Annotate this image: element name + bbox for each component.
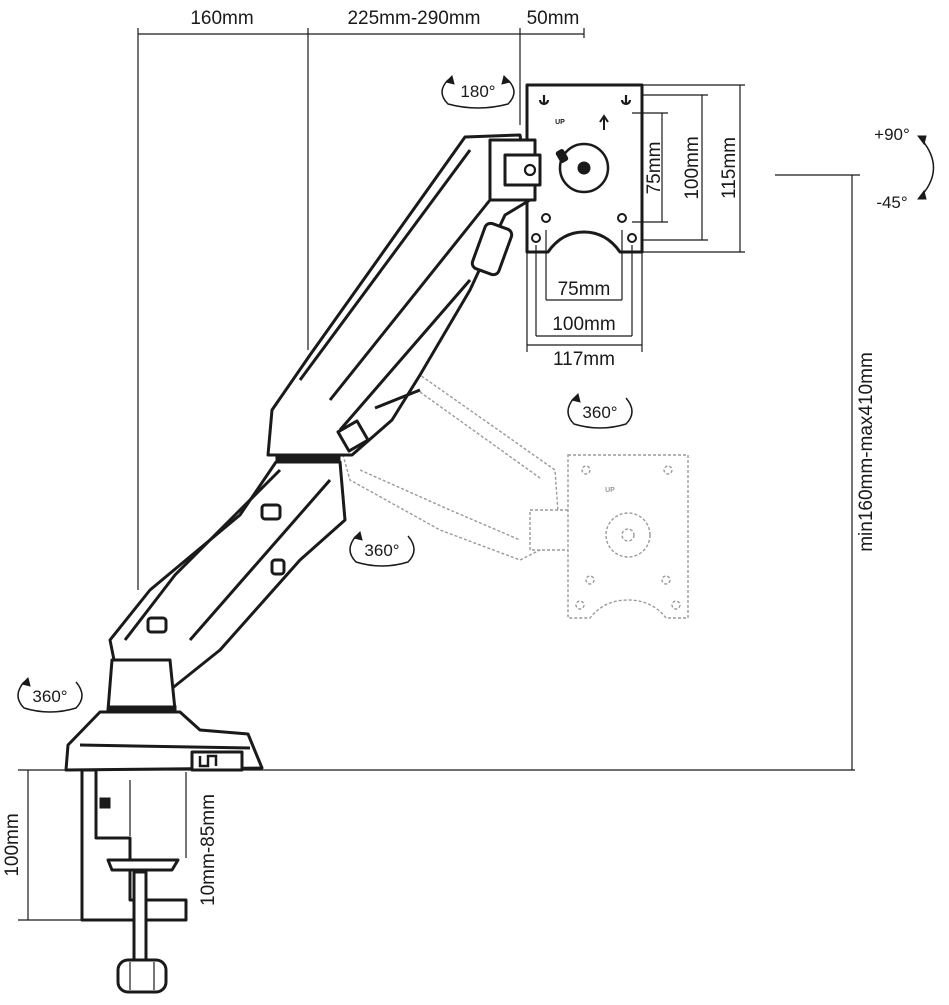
arm-base-dimension: 160mm [190, 8, 253, 29]
swivel-180-icon [441, 75, 515, 109]
desk-clamp [80, 768, 188, 994]
swivel-180-label: 180° [460, 82, 495, 101]
base-rotation-360-icon [17, 677, 83, 713]
vesa-h100-dimension: 100mm [552, 314, 615, 335]
top-dimension-lines [137, 28, 585, 590]
lower-arm [108, 454, 347, 692]
plate-up-mark: UP [555, 119, 565, 126]
plate-height-dimension: 115mm [719, 137, 740, 199]
vesa-plate [525, 83, 644, 254]
tilt-up-label: +90° [874, 125, 910, 144]
base-rotation-label: 360° [32, 687, 67, 706]
upper-arm [266, 133, 532, 457]
height-range-dimension: min160mm-max410mm [856, 352, 877, 552]
ghost-plate-up-mark: UP [605, 487, 615, 494]
vesa-v100-dimension: 100mm [682, 136, 703, 199]
arm-rotation-360-icon [349, 531, 415, 567]
arm-reach-dimension: 225mm-290mm [347, 8, 480, 29]
clamp-dimension-lines [27, 770, 187, 920]
plate-rotation-360-icon [567, 393, 633, 429]
head-joint [488, 138, 542, 202]
arm-rotation-label: 360° [364, 541, 399, 560]
plate-rotation-label: 360° [582, 403, 617, 422]
vesa-h75-dimension: 75mm [558, 279, 611, 300]
tilt-arc-icon [917, 135, 935, 200]
vesa-v75-dimension: 75mm [644, 142, 665, 195]
post-and-base [64, 658, 264, 772]
head-offset-dimension: 50mm [527, 8, 580, 29]
desk-thickness-dimension: 10mm-85mm [198, 794, 219, 906]
vesa-horizontal-dimensions [526, 230, 643, 352]
height-range-lines [775, 174, 860, 770]
clamp-height-dimension: 100mm [2, 813, 23, 876]
plate-width-dimension: 117mm [553, 349, 615, 370]
vesa-vertical-dimensions [632, 84, 745, 253]
tilt-down-label: -45° [876, 193, 907, 212]
